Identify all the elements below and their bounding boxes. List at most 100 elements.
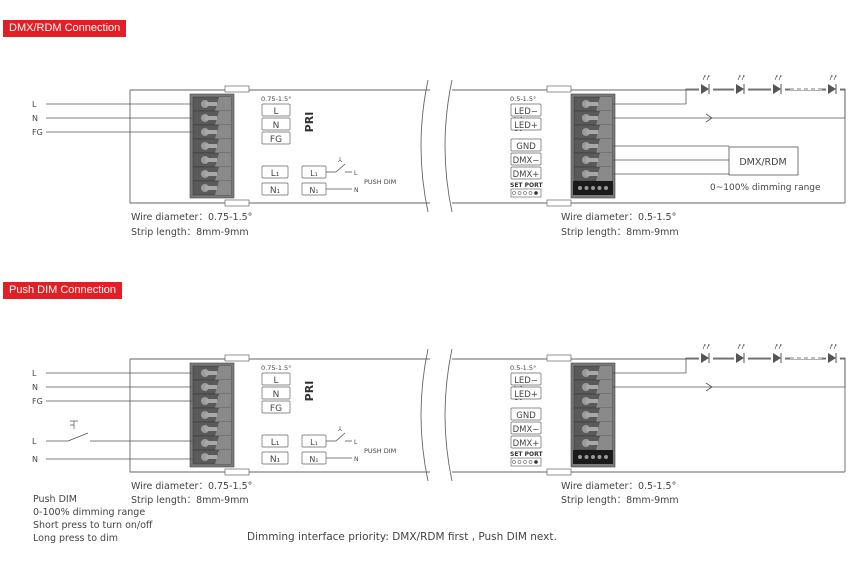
sec1-pri-label: PRI xyxy=(303,112,316,133)
push-button-switch xyxy=(67,432,89,442)
sec2-pri-wire-range: 0.75-1.5° xyxy=(261,364,291,372)
led-ray-heads xyxy=(704,344,710,346)
sec1-dim-box-l1: L₁ xyxy=(271,169,280,179)
terminal-clamp xyxy=(215,181,231,195)
terminal-slot xyxy=(586,144,598,148)
sec2-sec-port-dot-1 xyxy=(584,455,589,459)
sec1-sec-box-1-frame xyxy=(510,117,542,131)
sec1-dim-box-n1-frame xyxy=(261,182,289,196)
sec1-sec-box-2-frame xyxy=(510,138,542,152)
sec2-pri-terminal-3 xyxy=(192,407,232,423)
sec2-pri-box-fg: FG xyxy=(270,404,282,414)
sec1-clip-bottom-right xyxy=(546,199,572,207)
sec1-clip-bottom-left xyxy=(224,199,250,207)
sec1-sec-port-dot-0 xyxy=(578,186,582,190)
sec1-sec-terminal-0 xyxy=(573,96,613,112)
sec2-sec-box-1: LED+ xyxy=(514,390,538,400)
sec2-dim-box-l1: L₁ xyxy=(271,438,280,448)
sec2-set-port-pin-0 xyxy=(512,460,516,464)
sec1-pri-wire-range: 0.75-1.5° xyxy=(261,95,291,103)
terminal-clamp xyxy=(596,97,612,111)
sec1-push-box-n1: N₁ xyxy=(309,186,318,195)
led-triangle xyxy=(773,353,781,363)
sec2-dim-box-n1: N₁ xyxy=(270,455,281,465)
sec1-pri-terminal-3 xyxy=(192,138,232,154)
led-ray-heads xyxy=(776,344,782,346)
sec2-sec-box-2: GND xyxy=(516,411,536,421)
led-ray-heads xyxy=(704,75,710,77)
led-rays xyxy=(702,343,710,350)
sec1-pri-terminal-6 xyxy=(192,180,232,196)
terminal-slot xyxy=(586,116,598,120)
sec2-sec-terminal-3 xyxy=(573,407,613,423)
sec2-sec-terminal-5 xyxy=(573,435,613,451)
sec1-led-loop xyxy=(685,88,846,119)
sec-strip-length-1: Strip length：8mm-9mm xyxy=(561,227,679,238)
sec1-pri-terminal-4 xyxy=(192,152,232,168)
terminal-clamp xyxy=(215,139,231,153)
sec1-dim-box-n1: N₁ xyxy=(270,186,281,196)
push-note-range: 0-100% dimming range xyxy=(33,507,146,518)
sec2-pri-terminal-5 xyxy=(192,435,232,451)
sec1-input-fg: FG xyxy=(32,128,43,137)
sec1-sec-port-dot-4 xyxy=(604,186,608,190)
sec1-pri-box-n: N xyxy=(273,121,280,131)
terminal-slot xyxy=(586,385,598,389)
led-rays xyxy=(737,74,745,81)
push-note-short: Short press to turn on/off xyxy=(33,520,153,531)
sec1-input-l: L xyxy=(32,100,37,109)
terminal-slot xyxy=(205,144,217,148)
sec1-housing-left xyxy=(129,89,430,204)
terminal-slot xyxy=(586,399,598,403)
sec2-pri-terminal-1 xyxy=(192,379,232,395)
pri-strip-length-1: Strip length：8mm-9mm xyxy=(131,227,249,238)
sec2-pri-terminal-0 xyxy=(192,365,232,381)
terminal-clamp xyxy=(596,366,612,380)
sec1-clip-top-left xyxy=(224,85,250,93)
led-rays xyxy=(829,343,837,350)
sec2-sec-box-1-frame xyxy=(510,386,542,400)
push-button-actuator xyxy=(70,420,78,429)
sec1-pri-terminal-1 xyxy=(192,110,232,126)
terminal-clamp xyxy=(596,111,612,125)
led-rays xyxy=(774,343,782,350)
sec2-push-out-l: L xyxy=(354,439,358,446)
sec1-clip-top-right xyxy=(546,85,572,93)
terminal-clamp xyxy=(215,125,231,139)
sec2-sec-terminal-0 xyxy=(573,365,613,381)
sec1-sec-box-2: GND xyxy=(516,142,536,152)
sec1-sec-box-3-frame xyxy=(510,152,542,166)
sec2-pri-box-l-frame xyxy=(261,372,291,386)
terminal-clamp xyxy=(215,422,231,436)
sec1-set-port-pin-4 xyxy=(534,191,538,195)
sec2-sec-port-dot-0 xyxy=(578,455,582,459)
sec2-led-1 xyxy=(736,343,745,363)
led-ray-heads xyxy=(739,344,745,346)
sec1-push-switch xyxy=(335,163,346,173)
sec2-pri-label: PRI xyxy=(303,381,316,402)
led-rays xyxy=(737,343,745,350)
sec1-sec-box-0-frame xyxy=(510,103,542,117)
led-rays xyxy=(774,74,782,81)
terminal-clamp xyxy=(215,380,231,394)
switch-input-n: N xyxy=(32,455,38,464)
sec-wire-diameter-1: Wire diameter：0.5-1.5° xyxy=(561,212,677,223)
sec2-dim-box-l1-frame xyxy=(261,434,289,448)
sec2-sec-box-4: DMX+ xyxy=(513,439,540,449)
sec1-set-port-pin-0 xyxy=(512,191,516,195)
sec2-led-loop xyxy=(685,357,846,388)
led-triangle xyxy=(773,84,781,94)
terminal-slot xyxy=(205,399,217,403)
sec2-clip-top-right xyxy=(546,354,572,362)
switch-input-l: L xyxy=(32,437,37,446)
sec2-sec-port-dot-4 xyxy=(604,455,608,459)
sec1-pri-terminal-5 xyxy=(192,166,232,182)
sec2-sec-terminal-2 xyxy=(573,393,613,409)
sec2-led-0 xyxy=(701,343,710,363)
terminal-slot xyxy=(586,413,598,417)
sec2-sec-box-4-frame xyxy=(510,435,542,449)
sec2-led-return-arrow xyxy=(705,382,713,392)
sec2-sec-box-2-frame xyxy=(510,407,542,421)
sec2-sec-box-0: LED− xyxy=(514,376,538,386)
sec2-sec-terminal-4 xyxy=(573,421,613,437)
